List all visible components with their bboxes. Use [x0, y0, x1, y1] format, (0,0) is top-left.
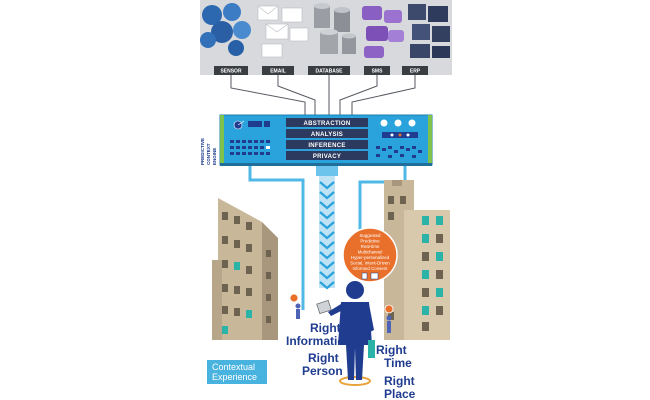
label-right-information-line2: Information — [286, 334, 352, 348]
label-right-place-line2: Place — [384, 387, 416, 400]
label-right-person-line2: Person — [302, 364, 343, 378]
left-building — [212, 198, 278, 340]
dial-icon — [380, 119, 388, 127]
source-label-database — [308, 66, 350, 75]
contextual-experience-tag: Contextual Experience — [207, 360, 267, 384]
engine-layer-label: ANALYSIS — [311, 132, 343, 138]
envelope-icon — [257, 5, 309, 58]
bubble-line: Predictive — [360, 239, 380, 244]
outcome-labels: Right Information Right Person Right Tim… — [286, 321, 416, 400]
tablet-device-icon — [316, 299, 332, 315]
bubble-line: Social, Intent-Driven — [350, 261, 390, 266]
engine-output-pipes — [248, 166, 407, 310]
source-label-text: DATABASE — [315, 69, 343, 75]
context-attributes-bubble: Suggested Predictive Real-time Multichan… — [342, 227, 398, 283]
bubble-line: Suggested — [360, 233, 382, 238]
bubble-line: Informed Consent — [353, 266, 389, 271]
bubble-line: Multichannel — [358, 250, 383, 255]
engine-layer-privacy — [286, 151, 368, 160]
central-data-stream — [316, 166, 338, 290]
source-label-text: ERP — [410, 69, 421, 75]
source-label-sensor — [214, 66, 248, 75]
bubble-line: Real-time — [361, 244, 380, 249]
predictive-context-engine: PREDICTIVE CONTEXT ENGINE ABSTRACTION AN… — [200, 114, 433, 166]
person-location-ring — [339, 376, 371, 386]
label-right-time-line1: Right — [376, 343, 407, 357]
dial-icon — [394, 119, 402, 127]
engine-layer-label: INFERENCE — [308, 143, 345, 149]
source-label-text: EMAIL — [270, 69, 286, 75]
engine-layer-analysis — [286, 129, 368, 138]
phone-icon — [361, 272, 368, 280]
main-person-figure — [316, 281, 375, 386]
source-label-sms — [364, 66, 390, 75]
engine-control-panel-left — [230, 120, 270, 155]
bubble-line: Hyper-personalized — [351, 255, 390, 260]
engine-side-label: CONTEXT — [206, 143, 211, 165]
data-sources-panel — [200, 0, 452, 75]
source-label-text: SENSOR — [220, 69, 242, 75]
shopping-bag-icon — [368, 340, 375, 358]
engine-side-label: PREDICTIVE — [200, 138, 205, 165]
server-icon — [408, 4, 450, 58]
engine-control-panel-right — [376, 119, 422, 158]
globe-icon — [200, 3, 251, 56]
person-figure-left — [289, 293, 301, 319]
source-connectors — [230, 75, 416, 116]
engine-layer-label: PRIVACY — [313, 154, 341, 160]
label-right-place-line1: Right — [384, 374, 415, 388]
label-right-time-line2: Time — [384, 356, 412, 370]
engine-layer-label: ABSTRACTION — [304, 121, 351, 127]
engine-layer-abstraction — [286, 118, 368, 127]
source-label-text: SMS — [372, 69, 384, 75]
tablet-icon — [370, 272, 379, 280]
engine-layer-inference — [286, 140, 368, 149]
dial-icon — [408, 119, 416, 127]
source-label-erp — [402, 66, 428, 75]
person-figure-right — [384, 304, 394, 333]
contextual-experience-line2: Experience — [212, 372, 257, 382]
chat-bubble-icon — [362, 6, 404, 58]
source-label-email — [262, 66, 294, 75]
database-icon — [314, 3, 356, 54]
engine-side-label: ENGINE — [212, 148, 217, 165]
label-right-information-line1: Right — [310, 321, 341, 335]
label-right-person-line1: Right — [308, 351, 339, 365]
contextual-experience-line1: Contextual — [212, 362, 255, 372]
source-labels: SENSOR EMAIL DATABASE SMS ERP — [214, 66, 428, 75]
